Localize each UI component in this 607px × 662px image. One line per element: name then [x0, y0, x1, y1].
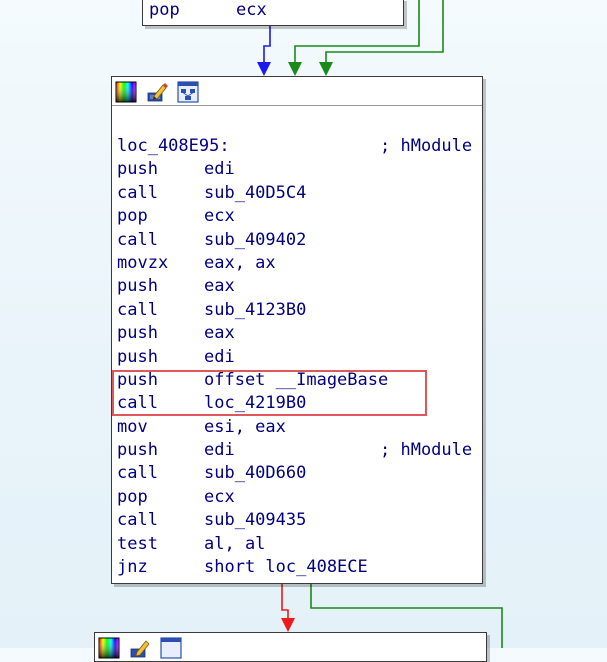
- graph-edges: [257, 0, 503, 648]
- instruction-row[interactable]: pop ecx: [116, 205, 478, 228]
- mnemonic: call: [117, 299, 158, 320]
- operand[interactable]: al, al: [204, 533, 266, 554]
- edge-unconditional-in-arrow: [257, 62, 271, 76]
- operand[interactable]: ecx: [204, 486, 235, 507]
- comment: ; hModule: [380, 136, 473, 156]
- graph-node-previous[interactable]: pop ecx: [142, 0, 404, 26]
- instruction-row[interactable]: movzx eax, ax: [116, 252, 478, 275]
- mnemonic: pop: [149, 0, 180, 20]
- mnemonic: pop: [117, 206, 148, 227]
- instruction-row[interactable]: call sub_409402: [116, 229, 478, 252]
- operand[interactable]: edi: [204, 159, 235, 180]
- mnemonic: push: [117, 346, 158, 367]
- operand[interactable]: eax: [204, 276, 235, 297]
- edge-false-out-arrow: [281, 618, 295, 632]
- edit-pencil-icon[interactable]: [146, 81, 168, 103]
- instruction-row[interactable]: call sub_4123B0: [116, 299, 478, 322]
- instruction-row[interactable]: push eax: [116, 322, 478, 345]
- mnemonic: push: [117, 369, 158, 390]
- edit-pencil-icon[interactable]: [129, 637, 151, 659]
- instruction-row[interactable]: test al, al: [116, 533, 478, 556]
- mnemonic: pop: [117, 486, 148, 507]
- disassembly-listing: loc_408E95: ; hModule push edi call sub_40D5…: [116, 135, 478, 579]
- operand[interactable]: edi: [204, 440, 235, 461]
- mnemonic: push: [117, 323, 158, 344]
- node-titlebar: [95, 633, 486, 661]
- comment: ; hModule: [380, 440, 473, 461]
- operand[interactable]: sub_409435: [204, 510, 307, 531]
- mnemonic: push: [117, 276, 158, 297]
- edge-branch-in-1-arrow: [288, 62, 302, 76]
- instruction-row[interactable]: push edi: [116, 346, 478, 369]
- graph-node-loc-408e95[interactable]: loc_408E95: ; hModule push edi call sub_40D5…: [111, 76, 483, 584]
- instruction-row[interactable]: push eax: [116, 275, 478, 298]
- mnemonic: mov: [117, 416, 148, 437]
- mnemonic: push: [117, 440, 158, 461]
- mnemonic: call: [117, 229, 158, 250]
- label-row[interactable]: loc_408E95: ; hModule: [116, 135, 478, 158]
- edge-unconditional-in[interactable]: [263, 26, 271, 66]
- graph-overview-icon[interactable]: [160, 637, 182, 659]
- instruction-row: pop ecx: [148, 0, 267, 22]
- instruction-row[interactable]: call sub_40D5C4: [116, 182, 478, 205]
- mnemonic: jnz: [117, 557, 148, 578]
- operand[interactable]: ecx: [204, 206, 235, 227]
- mnemonic: call: [117, 182, 158, 203]
- operand[interactable]: offset __ImageBase: [204, 369, 389, 390]
- graph-node-next[interactable]: [94, 632, 487, 662]
- mnemonic: movzx: [117, 252, 169, 273]
- color-palette-icon[interactable]: [115, 81, 137, 103]
- instruction-row[interactable]: call loc_4219B0: [116, 392, 478, 415]
- operand[interactable]: sub_40D660: [204, 463, 307, 484]
- operand[interactable]: sub_4123B0: [204, 299, 307, 320]
- mnemonic: call: [117, 463, 158, 484]
- color-palette-icon[interactable]: [98, 637, 120, 659]
- location-label[interactable]: loc_408E95:: [117, 136, 230, 156]
- operand: ecx: [236, 0, 267, 20]
- operand[interactable]: short loc_408ECE: [204, 557, 368, 578]
- instruction-row[interactable]: push offset __ImageBase: [116, 369, 478, 392]
- instruction-row[interactable]: push edi: [116, 158, 478, 181]
- instruction-row[interactable]: call sub_409435: [116, 509, 478, 532]
- instruction-row[interactable]: call sub_40D660: [116, 462, 478, 485]
- operand[interactable]: edi: [204, 346, 235, 367]
- operand[interactable]: eax: [204, 323, 235, 344]
- node-titlebar: [112, 77, 482, 106]
- edge-branch-in-2[interactable]: [325, 0, 444, 66]
- operand[interactable]: esi, eax: [204, 416, 286, 437]
- instruction-row[interactable]: jnz short loc_408ECE: [116, 556, 478, 579]
- edge-branch-in-2-arrow: [319, 62, 333, 76]
- mnemonic: call: [117, 393, 158, 414]
- edge-false-out[interactable]: [281, 584, 289, 622]
- instruction-row[interactable]: mov esi, eax: [116, 416, 478, 439]
- instruction-row[interactable]: push edi ; hModule: [116, 439, 478, 462]
- operand[interactable]: sub_409402: [204, 229, 307, 250]
- mnemonic: test: [117, 533, 158, 554]
- operand[interactable]: eax, ax: [204, 252, 276, 273]
- edge-true-out[interactable]: [310, 584, 503, 648]
- mnemonic: call: [117, 510, 158, 531]
- instruction-row[interactable]: pop ecx: [116, 486, 478, 509]
- graph-overview-icon[interactable]: [177, 81, 199, 103]
- edge-branch-in-1[interactable]: [294, 0, 420, 66]
- mnemonic: push: [117, 159, 158, 180]
- operand[interactable]: sub_40D5C4: [204, 182, 307, 203]
- operand[interactable]: loc_4219B0: [204, 393, 307, 414]
